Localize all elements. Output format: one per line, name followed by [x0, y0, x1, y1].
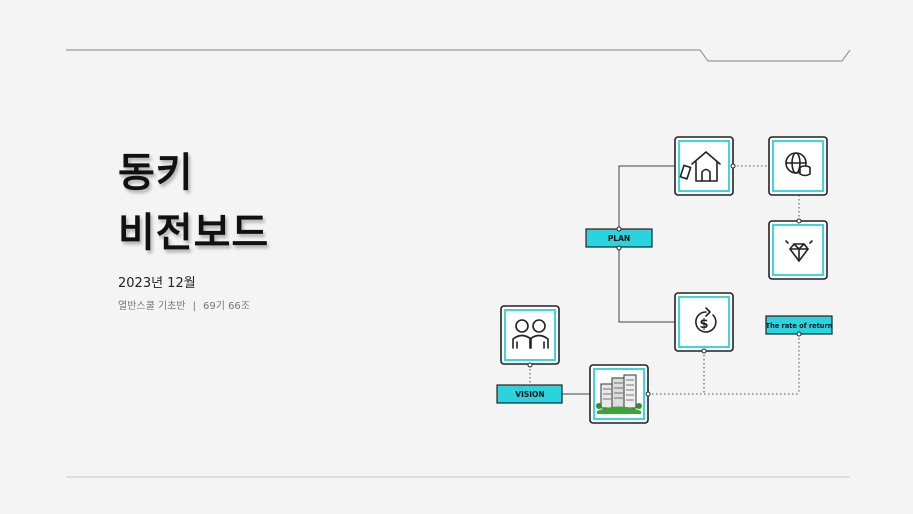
house-with-tag-icon [679, 151, 721, 182]
vision-tag: VISION [496, 384, 563, 404]
date-text: 2023년 12월 [118, 276, 196, 291]
node-house [674, 136, 734, 196]
return-tag: The rate of return [765, 315, 833, 335]
plan-label: PLAN [608, 234, 630, 243]
title-line-1: 동키 [118, 150, 194, 196]
buildings-icon [596, 374, 642, 414]
title-line-2: 비전보드 [118, 210, 270, 256]
svg-text:$: $ [699, 317, 708, 332]
node-couple [500, 305, 560, 365]
diamond-icon [785, 240, 813, 262]
node-diamond [768, 220, 828, 280]
vision-label: VISION [515, 390, 544, 399]
ports [527, 163, 802, 397]
link-plan-house [618, 165, 675, 229]
connectors [529, 165, 800, 395]
link-plan-dollar [618, 248, 675, 323]
group-name: 69기 66조 [202, 301, 250, 312]
dollar-cycle-icon: $ [695, 307, 717, 333]
node-globe [768, 136, 828, 196]
globe-database-icon [785, 152, 811, 177]
node-buildings [589, 364, 649, 424]
couple-icon [512, 319, 549, 349]
plan-tag: PLAN [585, 228, 653, 248]
node-dollar: $ [674, 292, 734, 352]
top-rule [66, 49, 851, 62]
meta-separator: | [192, 301, 196, 312]
class-name: 열반스쿨 기초반 [118, 301, 186, 312]
meta-line: 열반스쿨 기초반 | 69기 66조 [118, 297, 250, 312]
return-label: The rate of return [766, 322, 833, 330]
